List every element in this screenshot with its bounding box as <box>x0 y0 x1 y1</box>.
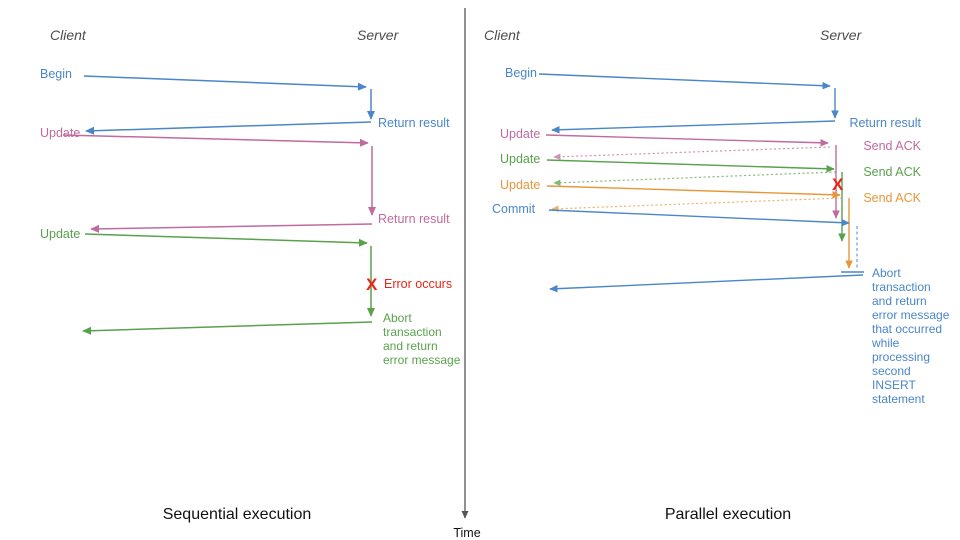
right-abort-note: error message <box>872 308 950 322</box>
right-abort-note: processing <box>872 350 930 364</box>
right-commit-request-arrow <box>548 209 850 227</box>
right-ack1-label: Send ACK <box>863 139 921 153</box>
left-return-result-2-label: Return result <box>378 212 450 226</box>
left-abort-note: Abort <box>383 311 412 325</box>
right-ack1-arrow <box>553 146 831 161</box>
right-abort-note: INSERT <box>872 378 916 392</box>
left-begin-response-arrow <box>85 121 372 135</box>
left-update1-label: Update <box>40 126 80 140</box>
left-error-x-icon: X <box>366 275 378 294</box>
right-abort-note: second <box>872 364 911 378</box>
right-begin-label: Begin <box>505 66 537 80</box>
left-update1-response-arrow <box>90 223 373 233</box>
left-abort-note: transaction <box>383 325 442 339</box>
right-begin-request-arrow <box>538 73 831 90</box>
right-caption: Parallel execution <box>665 506 791 523</box>
right-abort-note: and return <box>872 294 927 308</box>
left-caption: Sequential execution <box>163 506 312 523</box>
right-update3-request-arrow <box>546 185 841 199</box>
left-abort-note: error message <box>383 353 461 367</box>
right-update2-label: Update <box>500 152 540 166</box>
left-error-label: Error occurs <box>384 277 452 291</box>
right-ack2-label: Send ACK <box>863 165 921 179</box>
left-begin-request-arrow <box>83 75 367 91</box>
left-client-header: Client <box>50 27 87 43</box>
right-update1-label: Update <box>500 127 540 141</box>
right-abort-note: Abort <box>872 266 901 280</box>
right-client-header: Client <box>484 27 521 43</box>
right-begin-response-arrow <box>551 120 836 134</box>
right-abort-note: transaction <box>872 280 931 294</box>
left-server-header: Server <box>357 27 400 43</box>
right-update2-request-arrow <box>546 159 835 173</box>
left-update2-label: Update <box>40 227 80 241</box>
right-error-x-icon: X <box>832 175 844 194</box>
right-abort-note: statement <box>872 392 925 406</box>
right-return-result-label: Return result <box>849 116 921 130</box>
right-update3-label: Update <box>500 178 540 192</box>
right-server-header: Server <box>820 27 863 43</box>
right-ack3-label: Send ACK <box>863 191 921 205</box>
right-abort-response-arrow <box>549 274 864 293</box>
right-ack3-arrow <box>551 197 843 212</box>
left-update2-response-arrow <box>82 321 373 335</box>
right-ack2-arrow <box>553 171 837 186</box>
left-return-result-1-label: Return result <box>378 116 450 130</box>
left-update1-request-arrow <box>62 134 369 147</box>
left-update2-request-arrow <box>84 233 368 247</box>
time-axis-label: Time <box>453 526 480 540</box>
right-commit-label: Commit <box>492 202 536 216</box>
right-abort-note: that occurred <box>872 322 942 336</box>
right-update1-request-arrow <box>545 134 829 147</box>
right-abort-note: while <box>871 336 900 350</box>
left-begin-label: Begin <box>40 67 72 81</box>
left-abort-note: and return <box>383 339 438 353</box>
